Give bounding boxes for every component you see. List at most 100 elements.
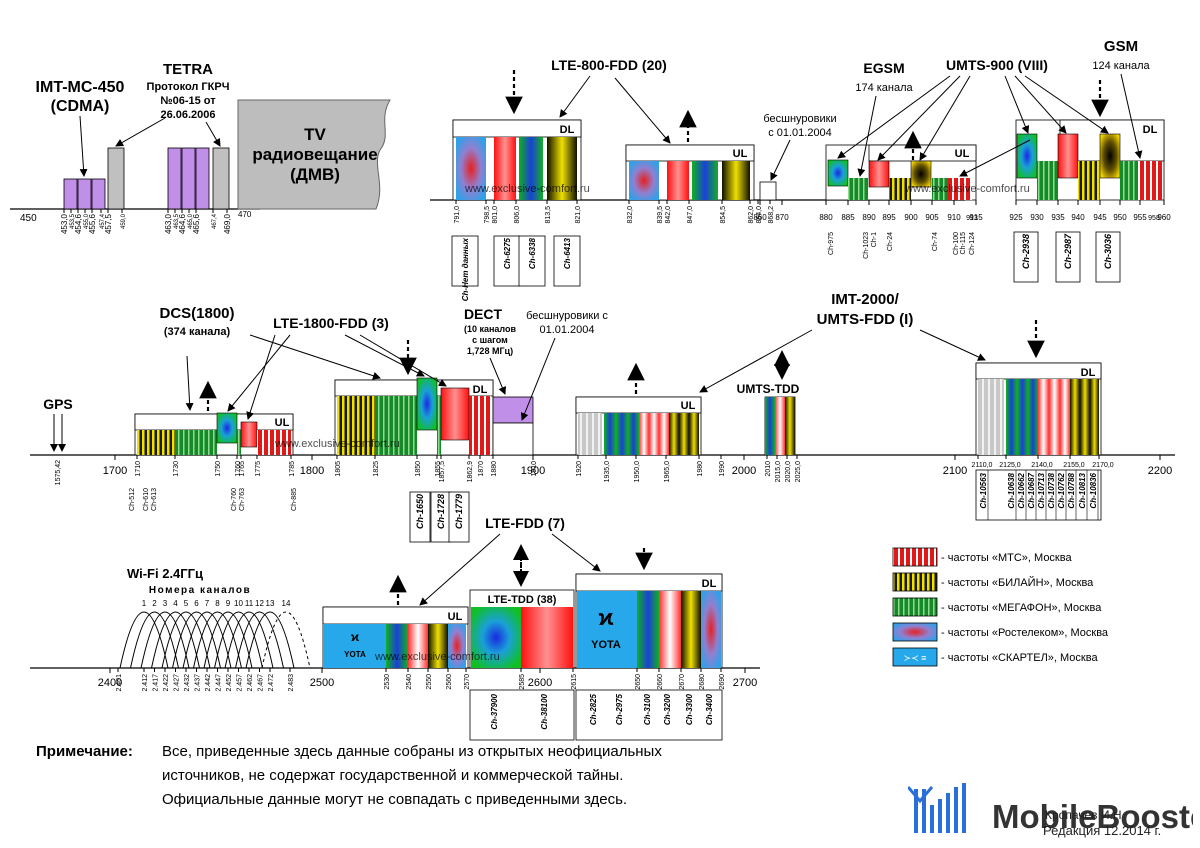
dcs-channel-label: Ch-760 xyxy=(231,488,238,511)
axis-3-tick-label: 2100 xyxy=(943,465,967,477)
cdma-block-4 xyxy=(167,147,182,210)
dcs-dl-megafon-2 xyxy=(437,396,441,455)
dcs-freq-label: 1765 xyxy=(239,461,246,477)
dcs-ul-mts-lte xyxy=(240,421,258,448)
wifi-channel-arc xyxy=(193,611,242,669)
dcs-freq-label: 1775 xyxy=(255,461,262,477)
dcs-freq-label: 1710 xyxy=(135,461,142,477)
wifi-title: Wi-Fi 2.4ГГц xyxy=(127,566,203,581)
dcs-freq-label: 1760 xyxy=(235,461,242,477)
gsm900-ul-mts xyxy=(948,178,972,200)
axis-2-tick-label: 925 xyxy=(1009,213,1023,222)
row1: 450 470 TV радиовещание (ДМВ) IMT-MC-450… xyxy=(10,38,1171,301)
umts-ul-mts-1 xyxy=(639,413,649,455)
mobilebooster-logo: MobileBooster xyxy=(906,783,1200,839)
cdma-freq-label: 467,4 xyxy=(212,213,218,229)
cordless1-line-1: бесшнуровики xyxy=(763,113,836,125)
dcs-dl-megafon xyxy=(375,396,417,455)
tetra-line-1: Протокол ГКРЧ xyxy=(147,81,230,93)
channel-label: Ch-115 xyxy=(960,232,967,255)
lte800-freq-label: 868,2 xyxy=(768,206,775,224)
gsm900-dl-megafon-2 xyxy=(1120,161,1138,200)
umts-freq-label: 1935,0 xyxy=(604,461,611,483)
lte7-dl-label: DL xyxy=(702,578,717,590)
axis-3-tick-label: 2200 xyxy=(1148,465,1172,477)
dcs-dl-beeline xyxy=(337,396,375,455)
channel-label: Ch-3400 xyxy=(705,693,714,725)
cdma-block-6 xyxy=(195,147,210,210)
channel-label: Ch-3036 xyxy=(1103,233,1113,269)
cdma-freq-label: 463,5 xyxy=(174,213,180,229)
umts-freq-label: 2170,0 xyxy=(1092,462,1114,469)
dcs-freq-label: 1855 xyxy=(435,461,442,477)
axis-2-extra-label: 913 xyxy=(966,215,978,222)
lte7-dl-yota-mark: ϰ xyxy=(599,605,614,630)
lte800-freq-label: 791,0 xyxy=(454,206,461,224)
dcs-freq-label: 1750 xyxy=(215,461,222,477)
cdma-block-3 xyxy=(91,178,106,210)
legend-swatch-scartel xyxy=(892,647,938,667)
note-line-1: Все, приведенные здесь данные собраны из… xyxy=(162,743,662,760)
lte800-freq-label: 854,5 xyxy=(720,206,727,224)
cdma-freq-label: 454,6 xyxy=(74,213,83,234)
cordless-block-1 xyxy=(759,181,777,201)
wifi-channel-number: 13 xyxy=(266,599,275,608)
umts-ul-megafon-2 xyxy=(616,413,628,455)
umts-dl-beeline-3 xyxy=(1090,379,1099,455)
wifi-channel-number: 4 xyxy=(173,599,178,608)
lte7-freq-label: 2690 xyxy=(719,674,726,690)
watermark-3: www.exclusive-comfort.ru xyxy=(274,438,400,450)
wifi-channel-arc xyxy=(224,611,274,669)
axis-2-tick-label: 870 xyxy=(775,213,789,222)
channel-label: Ch-10662 xyxy=(1017,472,1026,508)
cdma-freq-label: 464,6 xyxy=(178,213,187,234)
lte7-freq-label: 2585 xyxy=(519,674,526,690)
axis-2-tick-label: 880 xyxy=(819,213,833,222)
lte800-dl-mts xyxy=(494,137,516,200)
note-line-3: Официальные данные могут не совпадать с … xyxy=(162,791,628,808)
umts-dl-megafon-2 xyxy=(1017,379,1028,455)
dcs-freq-label: 1850 xyxy=(415,461,422,477)
dect-title: DECT xyxy=(464,306,503,322)
wifi-freq-label: 2.432 xyxy=(184,674,191,692)
gsm900-dl-megafon-umts xyxy=(1016,133,1038,179)
lte800-freq-label: 798,5 xyxy=(484,206,491,224)
umts-dl-beeline-2 xyxy=(1080,379,1090,455)
umts-freq-label: 2020,0 xyxy=(785,461,792,483)
umts-dl-label: DL xyxy=(1081,367,1096,379)
axis-2-tick-label: 895 xyxy=(882,213,896,222)
dcs-ul-label: UL xyxy=(275,417,290,429)
lte7-freq-label: 2650 xyxy=(635,674,642,690)
tv-block xyxy=(237,99,391,210)
lte7-dl-beeline xyxy=(681,591,701,668)
legend-swatch-beeline xyxy=(892,572,938,592)
lte800-freq-label: 821,0 xyxy=(575,206,582,224)
wifi-freq-label: 2.472 xyxy=(268,674,275,692)
lte7-dl-megafon xyxy=(637,591,659,668)
umts-freq-label: 2015,0 xyxy=(775,461,782,483)
axis-2-tick-label: 945 xyxy=(1093,213,1107,222)
legend: - частоты «МТС», Москва- частоты «БИЛАЙН… xyxy=(892,547,1109,667)
axis-4-tick-label: 2500 xyxy=(310,677,334,689)
lte7-dl-yota xyxy=(577,591,637,668)
lte800-freq-label: 864,0 xyxy=(756,206,763,224)
channel-label: Ch-3200 xyxy=(663,693,672,725)
lte7-ul-yota-text: YOTA xyxy=(344,650,366,659)
tick-470: 470 xyxy=(238,210,252,219)
axis-3-tick-label: 1900 xyxy=(521,465,545,477)
umts-dl-mts-2 xyxy=(1049,379,1060,455)
lte7-ul-mts xyxy=(408,624,428,668)
cordless-block-2 xyxy=(492,422,534,456)
umts-ul-megafon-1 xyxy=(604,413,616,455)
wifi-channel-arc-14 xyxy=(261,611,311,669)
dcs-dl-megafon-lte xyxy=(416,377,438,431)
umts900-title: UMTS-900 (VIII) xyxy=(946,57,1048,73)
dcs-channel-label: Ch-512 xyxy=(129,488,136,511)
wifi-channel-number: 11 xyxy=(245,599,254,608)
axis-4-tick-label: 2700 xyxy=(733,677,757,689)
umts-freq-label: 1920 xyxy=(576,461,583,477)
